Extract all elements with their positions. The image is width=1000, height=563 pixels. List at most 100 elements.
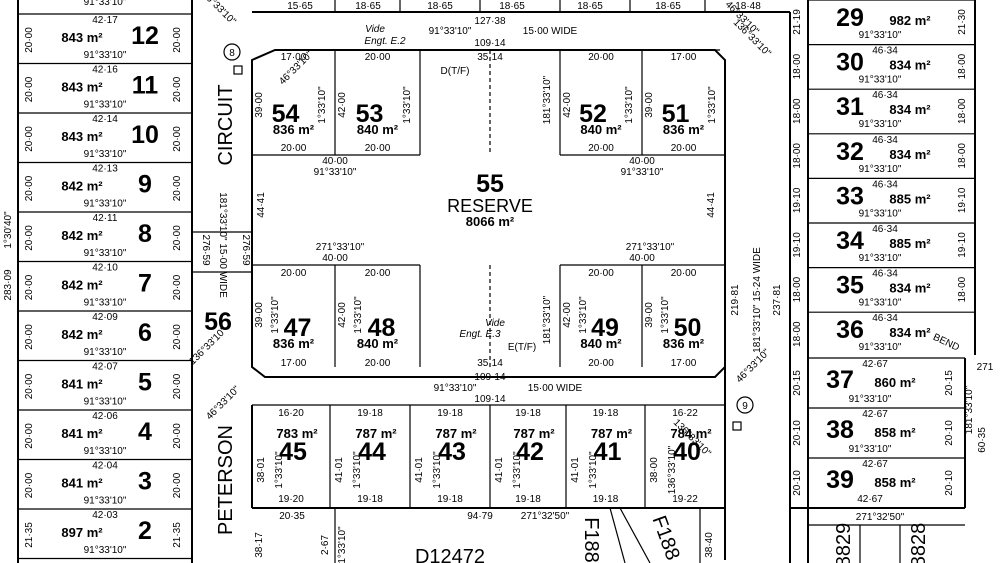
lot-area: 836 m² xyxy=(273,336,315,351)
bearing-vertical: 181°33'10" xyxy=(542,75,553,124)
lot-side-dim: 20·00 xyxy=(172,423,183,449)
lot-number: 40 xyxy=(673,438,701,466)
lot-number: 47 xyxy=(284,314,312,342)
road-width-east: 181°33'10" 15·24 WIDE xyxy=(752,247,763,353)
lot-area: 840 m² xyxy=(357,122,399,137)
lot-side-dim: 20·15 xyxy=(792,370,803,396)
lot-side-dim: 19·10 xyxy=(792,187,803,213)
dim-d9: 40·00 xyxy=(322,253,348,264)
lot-side-dim: 18·00 xyxy=(957,276,968,302)
dim-west-a: 276·59 xyxy=(200,234,211,266)
lot-side-dim: 19·10 xyxy=(792,232,803,258)
lot-side-dim: 18·00 xyxy=(957,53,968,79)
lot-top-dim: 46·34 xyxy=(872,179,898,190)
bearing: 91°33'10" xyxy=(84,446,127,457)
lot-area: 787 m² xyxy=(435,426,477,441)
lot-top-dim: 42·67 xyxy=(862,459,888,470)
parcel-label: F188 xyxy=(648,513,684,563)
lot-bottom-dim: 17·00 xyxy=(281,358,307,369)
right-misc: 60·35 xyxy=(977,427,988,453)
lot-number: 3 xyxy=(138,468,152,496)
lot-side-dim: 20·00 xyxy=(172,76,183,102)
lot-area: 840 m² xyxy=(580,336,622,351)
dim-d8: 40·00 xyxy=(629,156,655,167)
lot-area: 885 m² xyxy=(889,236,931,251)
dim-d7: 40·00 xyxy=(322,156,348,167)
top-row-dim: 18·65 xyxy=(427,1,453,12)
lot-area: 783 m² xyxy=(276,426,318,441)
dim-north-inner: 109·14 xyxy=(474,38,506,49)
lot-bottom-dim: 19·22 xyxy=(672,494,698,505)
bearing: 91°33'10" xyxy=(859,208,902,219)
lot-bearing: 136°33'10" xyxy=(667,445,678,494)
lot-area: 840 m² xyxy=(580,122,622,137)
bottom-strip-a: 38·17 xyxy=(254,532,265,558)
lot-number: 5 xyxy=(138,369,152,397)
lot-area: 843 m² xyxy=(61,129,103,144)
lot-side-dim: 20·00 xyxy=(24,225,35,251)
dim-east-b: 237·81 xyxy=(772,284,783,316)
lot-number: 11 xyxy=(132,72,159,100)
lot-side-dim: 19·10 xyxy=(957,232,968,258)
parcel-label: F188 xyxy=(580,517,602,563)
lot-side-dim: 20·00 xyxy=(172,27,183,53)
lot-side-dim: 21·35 xyxy=(24,522,35,548)
bearing: 91°33'10" xyxy=(84,347,127,358)
lot-side-dim: 41·01 xyxy=(334,457,345,483)
lot-side-dim: 20·10 xyxy=(792,470,803,496)
lot-area: 834 m² xyxy=(889,102,931,117)
lot-side-dim: 18·00 xyxy=(792,276,803,302)
lot-bottom-dim: 20·00 xyxy=(365,143,391,154)
dim-d11: 44·41 xyxy=(256,192,267,218)
lot-area: 834 m² xyxy=(889,281,931,296)
lot-number: 50 xyxy=(674,314,702,342)
lot-side-dim: 18·00 xyxy=(957,98,968,124)
lot-bottom-dim: 20·00 xyxy=(588,143,614,154)
lot-area: 843 m² xyxy=(61,30,103,45)
lot-number: 56 xyxy=(204,308,232,336)
dim-east-a: 219·81 xyxy=(730,284,741,316)
reserve-area: 8066 m² xyxy=(466,214,515,229)
lot-top-dim: 46·34 xyxy=(872,313,898,324)
diag-bearing: 46°33'10" xyxy=(204,384,242,422)
lot-top-dim: 42·16 xyxy=(92,65,118,76)
lot-top-dim: 42·11 xyxy=(93,213,118,224)
marker-label: 9 xyxy=(742,401,748,412)
vide-label: Vide xyxy=(365,24,385,35)
lot-top-dim: 20·00 xyxy=(365,52,391,63)
lot-side-dim: 20·00 xyxy=(24,76,35,102)
lot-area: 787 m² xyxy=(355,426,397,441)
bearing: 91°33'10" xyxy=(84,50,127,61)
boundary-length: 283·09 xyxy=(3,269,14,301)
lot-area: 842 m² xyxy=(61,278,103,293)
top-row-dim: 18·48 xyxy=(735,1,761,12)
lot-top-dim: 42·67 xyxy=(862,359,888,370)
marker-label: 8 xyxy=(229,48,235,59)
reserve-label: RESERVE xyxy=(447,196,533,216)
bend-label: BEND xyxy=(931,332,961,354)
lot-number: 52 xyxy=(579,100,607,128)
bearing: 91°33'10" xyxy=(84,545,127,556)
lot-bearing: 1°33'10" xyxy=(660,296,671,334)
lot-side-dim: 20·00 xyxy=(172,274,183,300)
lot-top-dim: 16·20 xyxy=(278,408,304,419)
road-name-peterson: PETERSON xyxy=(215,425,237,535)
lot-area: 841 m² xyxy=(61,426,103,441)
lot-top-dim: 46·34 xyxy=(872,90,898,101)
lot-side-dim: 41·01 xyxy=(414,457,425,483)
lot-side-dim: 38·01 xyxy=(256,457,267,483)
road-bearing-north: 91°33'10" xyxy=(429,26,472,37)
lot-bearing: 1°33'10" xyxy=(432,451,443,489)
lot-side-dim: 20·00 xyxy=(172,225,183,251)
lot-area: 858 m² xyxy=(874,425,916,440)
top-row-dim: 15·65 xyxy=(287,1,313,12)
lot-bottom-dim: 19·18 xyxy=(593,494,619,505)
lot-number: 39 xyxy=(826,466,854,494)
lot-area: 834 m² xyxy=(889,325,931,340)
bearing: 91°33'10" xyxy=(621,167,664,178)
lot-side-dim: 18·00 xyxy=(792,143,803,169)
